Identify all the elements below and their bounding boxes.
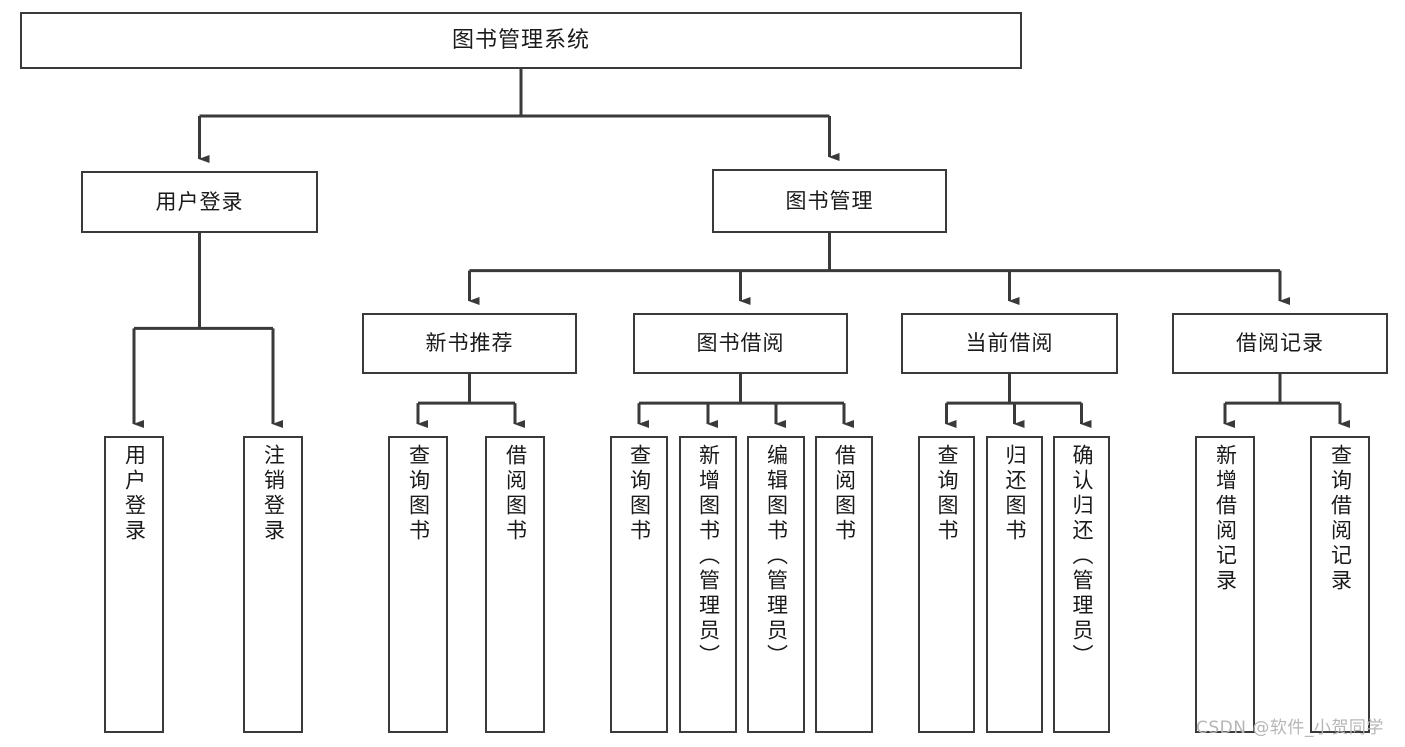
node-label: 归还图书 (1003, 444, 1027, 544)
node-label: 当前借阅 (965, 331, 1054, 356)
node-label: 查询图书 (627, 444, 652, 544)
node-label: 图书管理系统 (451, 27, 590, 53)
watermark-text: CSDN @软件_小贺同学 (1196, 718, 1384, 738)
node-label: 新增借阅记录 (1213, 444, 1238, 594)
node-label: 新书推荐 (425, 331, 514, 356)
node-label: 查询图书 (406, 444, 431, 544)
node-borrow-book-1[interactable]: 借阅图书 (485, 436, 545, 733)
node-add-borrow-record[interactable]: 新增借阅记录 (1195, 436, 1255, 733)
node-query-book-1[interactable]: 查询图书 (388, 436, 448, 733)
node-user-login[interactable]: 用户登录 (81, 171, 318, 233)
node-label: 借阅记录 (1236, 331, 1324, 356)
node-query-borrow-record[interactable]: 查询借阅记录 (1310, 436, 1370, 733)
node-label: 编辑图书（管理员） (764, 444, 789, 669)
node-label: 图书借阅 (696, 331, 785, 356)
node-query-book-2[interactable]: 查询图书 (610, 436, 668, 733)
node-user-logout-leaf[interactable]: 注销登录 (243, 436, 303, 733)
node-book-borrow[interactable]: 图书借阅 (633, 313, 848, 374)
node-query-book-3[interactable]: 查询图书 (918, 436, 975, 733)
node-label: 确认归还（管理员） (1070, 444, 1094, 669)
node-borrow-records[interactable]: 借阅记录 (1172, 313, 1388, 374)
node-new-book-recommend[interactable]: 新书推荐 (362, 313, 577, 374)
node-root[interactable]: 图书管理系统 (20, 12, 1022, 69)
node-label: 新增图书（管理员） (696, 444, 721, 669)
node-add-book-admin[interactable]: 新增图书（管理员） (679, 436, 737, 733)
node-label: 查询借阅记录 (1328, 444, 1353, 594)
node-borrow-book-2[interactable]: 借阅图书 (815, 436, 873, 733)
node-book-management[interactable]: 图书管理 (712, 169, 947, 233)
node-label: 图书管理 (785, 188, 874, 213)
node-label: 注销登录 (261, 444, 286, 544)
node-label: 借阅图书 (503, 444, 528, 544)
node-label: 借阅图书 (832, 444, 857, 544)
node-current-borrow[interactable]: 当前借阅 (901, 313, 1118, 374)
node-return-book[interactable]: 归还图书 (986, 436, 1043, 733)
node-edit-book-admin[interactable]: 编辑图书（管理员） (747, 436, 805, 733)
node-user-login-leaf[interactable]: 用户登录 (104, 436, 164, 733)
node-label: 用户登录 (122, 444, 147, 544)
node-label: 查询图书 (935, 444, 959, 544)
node-confirm-return-admin[interactable]: 确认归还（管理员） (1053, 436, 1110, 733)
node-label: 用户登录 (155, 189, 244, 214)
